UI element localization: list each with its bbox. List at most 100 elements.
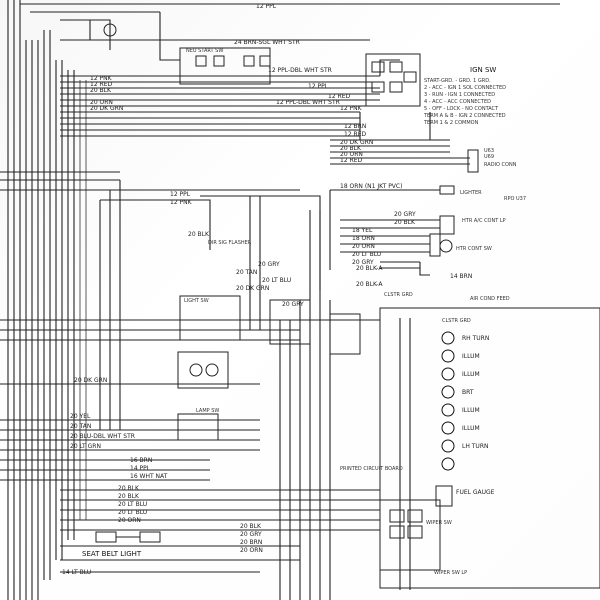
wire-label: 20 BLK (118, 485, 140, 492)
wire-label: 18 ORN (352, 235, 375, 242)
ign-note: 4 - ACC - ACC CONNECTED (424, 99, 491, 105)
wire-label: 12 PNK (170, 199, 193, 206)
component-label: DIR SIG FLASHER (208, 240, 252, 246)
wire-label: 20 LT BLU (118, 501, 147, 508)
lamp-label: LH TURN (462, 443, 488, 450)
ign-note: TERM A & B - IGN 2 CONNECTED (423, 113, 506, 119)
wire-label: 20 GRY (352, 259, 374, 266)
start-stub (60, 19, 117, 50)
wire-label: 20 LT BLU (262, 277, 291, 284)
wire-label: 20 BRN (240, 539, 262, 546)
top-harness (20, 3, 560, 141)
component-label: LIGHTER (460, 190, 482, 196)
ign-note: TERM 1 & 2 COMMON (423, 120, 479, 126)
wire-label: 12 RED (328, 93, 351, 100)
wire-label: 20 GRY (240, 531, 262, 538)
wire-label: 20 LT BLU (352, 251, 381, 258)
wire-label: 20 LT GRN (70, 443, 101, 450)
lower-harness (0, 299, 380, 600)
seat-belt-light (95, 531, 161, 543)
wire-label: 24 BRN-SGL WHT STR (234, 39, 300, 46)
wire-label: 20 DK GRN (236, 285, 269, 292)
wire-label: 20 ORN (340, 151, 363, 158)
right-components (340, 139, 479, 276)
component-label: RPO U37 (504, 196, 526, 202)
light-sw (177, 295, 241, 441)
component-label: U63 (484, 148, 494, 154)
component-label: PRINTED CIRCUIT BOARD (340, 466, 403, 472)
wire-label: 20 BLK (340, 145, 362, 152)
seat-belt-light-label: SEAT BELT LIGHT (82, 550, 142, 558)
wire-label: 20 DK GRN (90, 105, 123, 112)
wire-label: 20 BLK (118, 493, 140, 500)
ign-note: 2 - ACC - IGN 1 SOL CONNECTED (424, 85, 506, 91)
wire-label: 20 BLK (188, 231, 210, 238)
component-label: AIR COND FEED (470, 296, 510, 302)
wire-label: 18 ORN (N1 JKT PVC) (340, 183, 402, 190)
cluster-section (379, 307, 600, 590)
ign-sw-title: IGN SW (470, 66, 496, 74)
lamp-label: ILLUM (462, 425, 480, 432)
wire-label: 20 BLU-DBL WHT STR (70, 433, 135, 440)
wire-label: 12 PNK (90, 75, 113, 82)
wire-label: 12 RED (344, 131, 367, 138)
component-label: CLSTR GRD (384, 292, 413, 298)
ign-note: 5 - OFF - LOCK - NO CONTACT (424, 106, 499, 112)
component-label: HTR A/C CONT LP (462, 218, 506, 224)
right-labels: RADIO CONN U63 U69 18 ORN (N1 JKT PVC) L… (340, 148, 526, 324)
wire-label: 18 YEL (352, 227, 373, 234)
component-label: U69 (484, 154, 494, 160)
wire-label: 14 PPL (130, 465, 151, 472)
wire-label: 20 DK GRN (74, 377, 107, 384)
wire-label: 12 PPL-DBL WHT STR (268, 67, 332, 74)
wire-label: 12 PPL (256, 3, 277, 10)
wire-label: 20 LT BLU (118, 509, 147, 516)
wire-label: 20 YEL (70, 413, 91, 420)
wire-label: 20 TAN (236, 269, 257, 276)
component-label: LIGHT SW (184, 298, 209, 304)
ign-note: START-GRD. - GRD. 1 GRD. (424, 78, 491, 84)
wire-label: 20 ORN (352, 243, 375, 250)
wire-label: 20 GRY (258, 261, 280, 268)
ign-sw-notes: IGN SW START-GRD. - GRD. 1 GRD. 2 - ACC … (423, 66, 506, 126)
wire-labels-top: 12 PPL 24 BRN-SGL WHT STR NEU START SW 1… (90, 3, 367, 138)
wire-label: 14 LT BLU (62, 569, 91, 576)
wire-label: 20 BLK-A (356, 281, 383, 288)
wire-label: 20 GRY (394, 211, 416, 218)
wire-labels-mid: 20 DK GRN 20 BLK 20 ORN 12 RED 12 PPL 12… (170, 139, 373, 308)
wire-label: 12 PNK (340, 105, 363, 112)
cluster-lamp-labels: RH TURN ILLUM ILLUM BRT ILLUM ILLUM LH T… (456, 335, 495, 496)
wire-label: 12 PPL-DBL WHT STR (276, 99, 340, 106)
component-label: CLSTR GRD (442, 318, 471, 324)
wire-label: 20 ORN (240, 547, 263, 554)
wire-label: 12 RED (340, 157, 363, 164)
component-label: WIPER SW LP (434, 570, 467, 576)
lamp-label: ILLUM (462, 407, 480, 414)
ign-note: 3 - RUN - IGN 1 CONNECTED (424, 92, 495, 98)
neu-start-sw (179, 47, 271, 85)
wire-label: 20 BLK (240, 523, 262, 530)
wire-label: 20 BLK (90, 87, 112, 94)
wire-label: 14 BRN (450, 273, 472, 280)
wire-label: 20 GRY (282, 301, 304, 308)
component-label: NEU START SW (186, 48, 223, 54)
wire-label: 20 BLK-A (356, 265, 383, 272)
component-label: LAMP SW (196, 408, 219, 414)
wire-label: 12 PPL (308, 83, 329, 90)
lamp-label: FUEL GAUGE (456, 489, 495, 496)
wire-label: 20 TAN (70, 423, 91, 430)
wire-label: 20 DK GRN (340, 139, 373, 146)
bottom-labels: 20 DK GRN 20 YEL 20 TAN 20 BLU-DBL WHT S… (62, 298, 467, 576)
wire-label: 12 RED (90, 81, 113, 88)
wire-label: 12 BRN (344, 123, 366, 130)
lamp-label: ILLUM (462, 353, 480, 360)
mid-harness (0, 139, 420, 430)
wire-label: 12 PPL (170, 191, 191, 198)
wire-label: 16 WHT NAT (130, 473, 168, 480)
component-label: HTR CONT SW (456, 246, 492, 252)
lamp-label: BRT (462, 389, 474, 396)
wire-label: 16 BRN (130, 457, 152, 464)
lamp-label: RH TURN (462, 335, 489, 342)
